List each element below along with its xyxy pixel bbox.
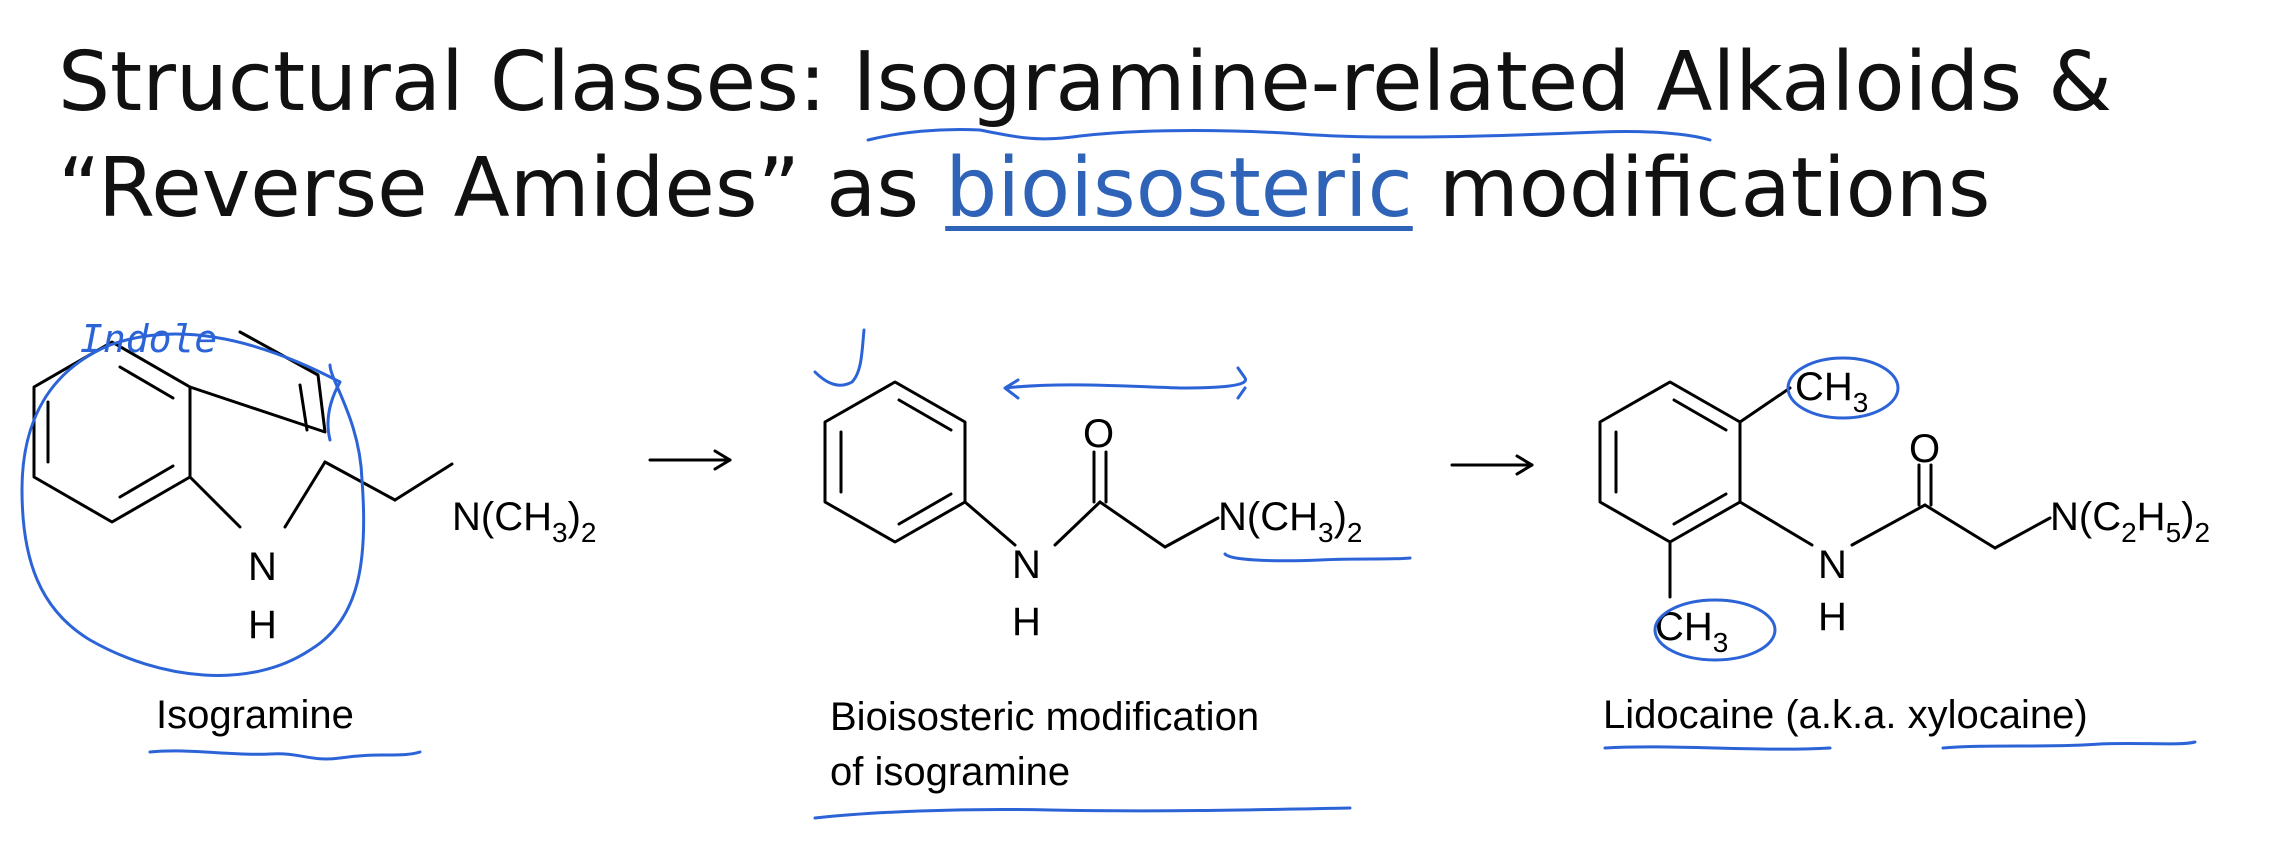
title-link-bioisosteric[interactable]: bioisosteric: [945, 141, 1413, 236]
bioisostere-amine-count: 2: [1347, 517, 1363, 548]
bioisostere-caption-line2: of isogramine: [830, 750, 1070, 794]
bioisostere-carbonyl-o: O: [1083, 412, 1114, 456]
arrow-1-head: [713, 449, 732, 471]
isogramine-pyrrole-double-bond: [298, 383, 309, 432]
lidocaine-methyl-top-circle: [1786, 356, 1900, 420]
isogramine-caption: Isogramine: [156, 693, 354, 737]
title-underline-isogramine: [866, 127, 1712, 142]
isogramine-ch2-bond: [323, 460, 397, 502]
bioisostere-amine: N(CH3)2: [1218, 495, 1362, 548]
lidocaine-amine-close: ): [2181, 495, 2194, 539]
bioisostere-aromatic-bond: [897, 492, 953, 526]
isogramine-substituent-index: 3: [552, 517, 568, 548]
isogramine-substituent-text: N(CH: [452, 495, 552, 539]
bioisostere-amine-text: N(CH: [1218, 495, 1318, 539]
isogramine-structure: [32, 330, 454, 529]
title-line2-end: modifications: [1412, 141, 1991, 236]
title-line1-end: Alkaloids &: [1630, 35, 2113, 130]
lidocaine-aromatic-bond: [1672, 398, 1728, 432]
bioisostere-aromatic-bond: [897, 398, 953, 432]
isogramine-aromatic-bond: [118, 464, 175, 499]
isogramine-ch2-n-bond: [393, 462, 454, 502]
bioisostere-ch2-n-bond: [1163, 516, 1220, 549]
title-highlight-isogramine: Isogramine-related: [852, 35, 1631, 130]
reaction-arrow-2: [1450, 454, 1534, 476]
isogramine-substituent-count: 2: [581, 517, 597, 548]
isogramine-c-n-bond: [188, 475, 242, 529]
lidocaine-amine-index-1: 2: [2121, 517, 2137, 548]
lidocaine-structure: [1598, 380, 2052, 599]
lidocaine-methyl-top: CH3: [1795, 365, 1868, 418]
reaction-arrow-1: [648, 449, 732, 471]
lidocaine-amide-n: N: [1818, 543, 1847, 587]
isogramine-substituent-close: ): [568, 495, 581, 539]
lidocaine-carbonyl-ch2-bond: [1923, 503, 1997, 550]
lidocaine-amide-h: H: [1818, 595, 1847, 639]
lidocaine-benzene-ring: [1598, 380, 1742, 544]
lidocaine-amine: N(C2H5)2: [2050, 495, 2210, 548]
lidocaine-aromatic-bond: [1672, 492, 1728, 526]
lidocaine-amine-count: 2: [2194, 517, 2210, 548]
lidocaine-methyl-bottom-circle: [1653, 598, 1777, 662]
check-mark: [813, 328, 866, 387]
isogramine-substituent: N(CH3)2: [452, 495, 596, 548]
isogramine-n-c-bond: [283, 460, 327, 529]
bioisostere-structure: [823, 380, 1220, 549]
lidocaine-methyl-top-text: CH: [1795, 365, 1853, 409]
bioisostere-amine-close: ): [1334, 495, 1347, 539]
lidocaine-methyl-top-bond: [1738, 386, 1792, 424]
double-headed-arrow: [1003, 366, 1247, 400]
lidocaine-methyl-bottom-text: CH: [1655, 605, 1713, 649]
lidocaine-methyl-top-index: 3: [1853, 387, 1869, 418]
lidocaine-n-carbonyl-bond: [1850, 503, 1927, 547]
slide-title: Structural Classes: Isogramine-related A…: [58, 30, 2112, 242]
lidocaine-amine-text: N(C: [2050, 495, 2121, 539]
arrow-2-head: [1515, 454, 1534, 476]
lidocaine-caption-underline: [1603, 745, 1832, 751]
title-line2-text: “Reverse Amides” as: [58, 141, 946, 236]
bioisostere-carbonyl-ch2-bond: [1098, 500, 1167, 549]
bioisostere-ring-n-bond: [963, 500, 1017, 547]
lidocaine-caption: Lidocaine (a.k.a. xylocaine): [1603, 693, 2088, 737]
bioisostere-benzene-ring: [823, 380, 967, 544]
isogramine-caption-underline: [148, 749, 422, 761]
isogramine-benzene-ring: [32, 340, 192, 524]
isogramine-aromatic-bond: [118, 365, 175, 400]
bioisostere-amide-n: N: [1012, 543, 1041, 587]
lidocaine-methyl-bottom-index: 3: [1713, 627, 1729, 658]
lidocaine-ch2-n-bond: [1993, 516, 2052, 550]
bioisostere-amide-h: H: [1012, 600, 1041, 644]
isogramine-ring-h: H: [248, 603, 277, 647]
bioisostere-amine-underline: [1223, 552, 1412, 563]
bioisostere-n-carbonyl-bond: [1053, 500, 1102, 547]
bioisostere-caption-underline: [813, 806, 1352, 820]
indole-circle: [20, 332, 366, 677]
isogramine-ring-n: N: [248, 545, 277, 589]
xylocaine-underline: [1941, 740, 2197, 750]
lidocaine-ring-n-bond: [1738, 500, 1814, 547]
bioisostere-amine-index: 3: [1318, 517, 1334, 548]
title-line1-text: Structural Classes:: [58, 35, 853, 130]
lidocaine-amine-index-2: 5: [2166, 517, 2182, 548]
lidocaine-amine-h: H: [2137, 495, 2166, 539]
lidocaine-carbonyl-o: O: [1909, 427, 1940, 471]
ink-annotations: Indole: [20, 127, 2197, 820]
bioisostere-caption-line1: Bioisosteric modification: [830, 695, 1259, 739]
indole-annotation: Indole: [80, 317, 217, 361]
